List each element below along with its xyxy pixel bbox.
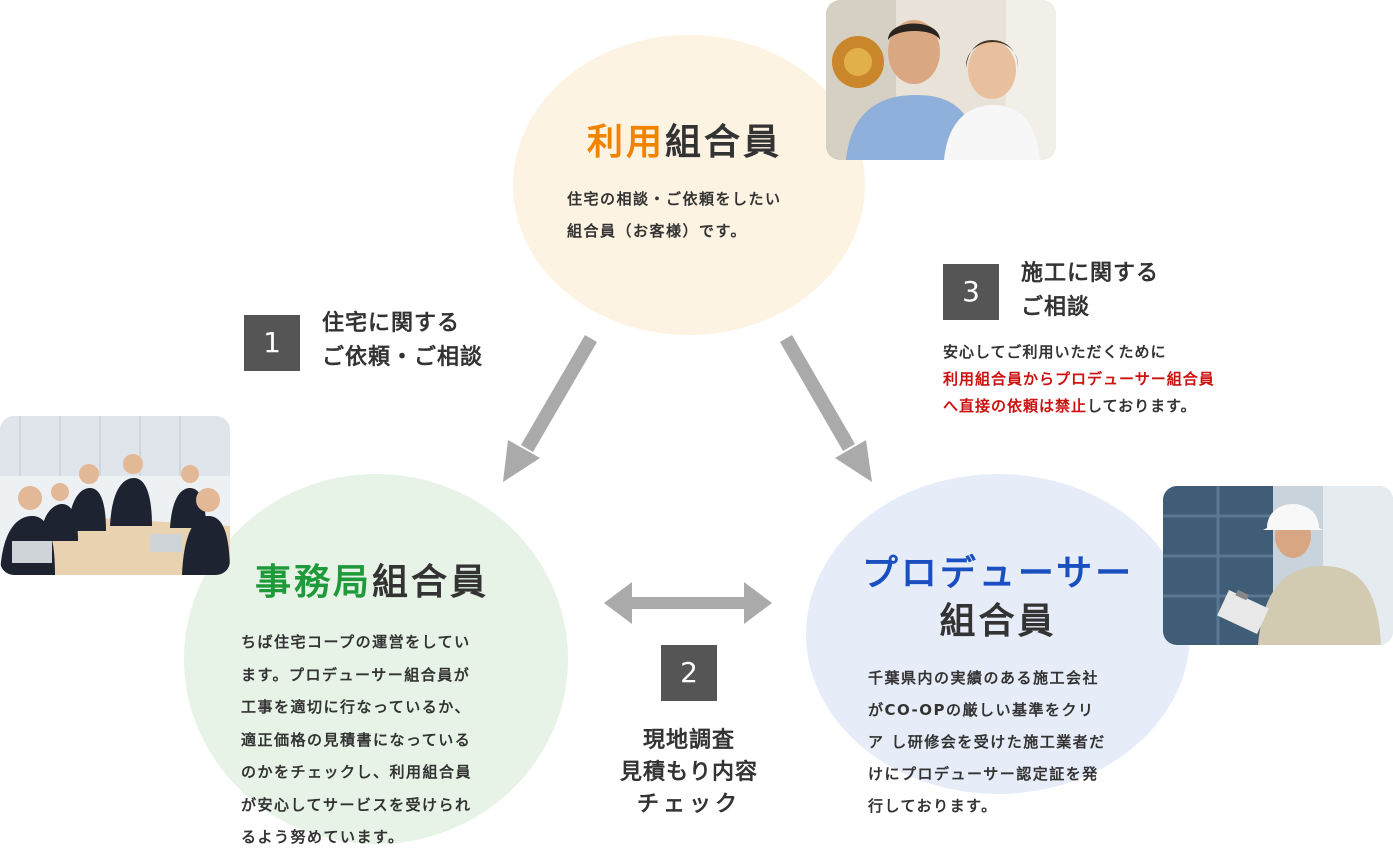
producer-member-title-accent: プロデューサー <box>861 553 1135 594</box>
user-member-title-accent: 利用 <box>587 122 666 163</box>
step-2-label: 現地調査 見積もり内容 チェック <box>619 728 758 817</box>
user-member-circle <box>513 35 865 335</box>
office-member-title-accent: 事務局 <box>255 562 373 603</box>
arrow-user-to-producer <box>780 335 872 482</box>
step-1-label: 住宅に関する ご依頼・ご相談 <box>322 311 484 370</box>
couple-photo <box>826 0 1056 160</box>
user-member-title: 利用組合員 <box>587 120 782 165</box>
double-arrow-office-producer <box>604 582 772 624</box>
step-2-number: 2 <box>661 645 717 701</box>
office-member-circle <box>184 474 568 844</box>
step-3-label: 施工に関する ご相談 <box>1021 261 1160 320</box>
producer-member-description: 千葉県内の実績のある施工会社 がCO-OPの厳しい基準をクリ ア し研修会を受け… <box>868 669 1106 815</box>
step-1-number: 1 <box>244 315 300 371</box>
office-meeting-photo <box>0 416 230 575</box>
producer-member-circle <box>806 474 1190 794</box>
arrow-user-to-office <box>503 335 597 482</box>
producer-member-title: プロデューサー 組合員 <box>860 550 1136 646</box>
producer-member-title-rest: 組合員 <box>939 601 1057 642</box>
direct-request-note: 安心してご利用いただくために 利用組合員からプロデューサー組合員 へ直接の依頼は… <box>943 343 1215 415</box>
user-member-title-rest: 組合員 <box>665 122 783 163</box>
construction-worker-photo <box>1163 486 1393 645</box>
office-member-title: 事務局組合員 <box>255 560 489 605</box>
office-member-description: ちば住宅コープの運営をしてい ます。プロデューサー組合員が 工事を適切に行なって… <box>241 633 473 846</box>
user-member-description: 住宅の相談・ご依頼をしたい 組合員（お客様）です。 <box>567 190 782 240</box>
step-3-number: 3 <box>943 264 999 320</box>
office-member-title-rest: 組合員 <box>372 562 490 603</box>
